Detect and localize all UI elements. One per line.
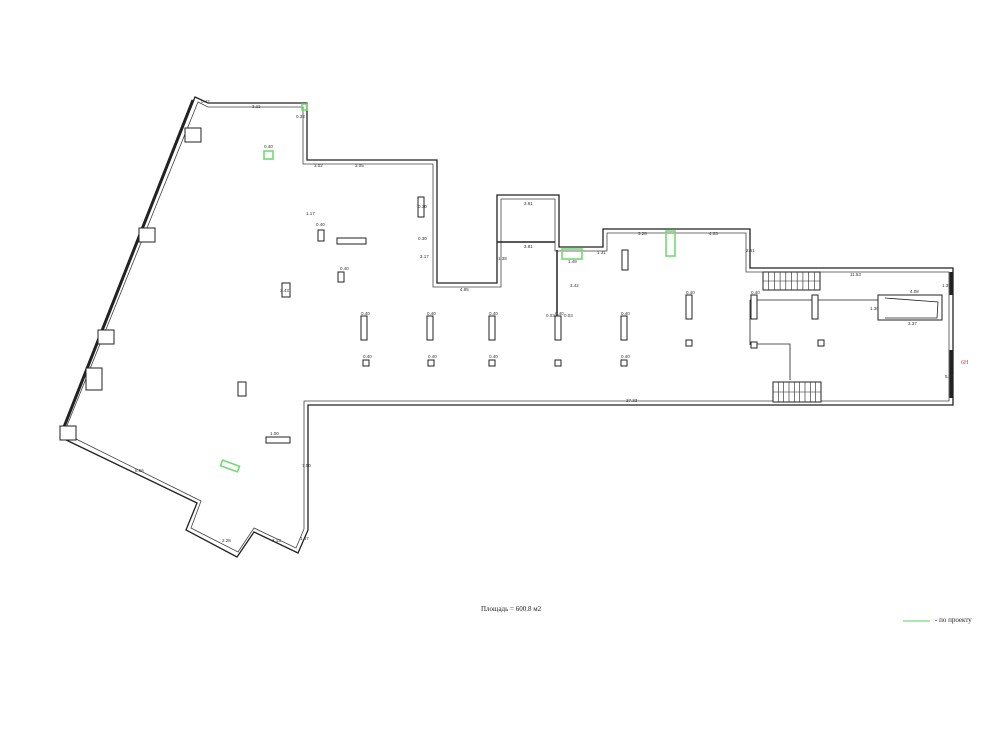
dimension-label: 1.31 <box>597 250 606 255</box>
dimension-label: 2.28 <box>222 538 231 543</box>
dimension-label: 2.61 <box>746 248 755 253</box>
stairs-top[interactable] <box>762 271 821 291</box>
dimension-label: 4.85 <box>460 287 469 292</box>
column <box>59 425 77 441</box>
dimension-label: 3.11 <box>252 104 261 109</box>
column <box>237 381 247 397</box>
dimension-label: 3.05 <box>355 163 364 168</box>
dimension-label: 0.42 <box>201 99 210 104</box>
dimension-label: 0.40 <box>361 311 370 316</box>
dimension-label: 0.03 <box>546 313 555 318</box>
column <box>554 359 562 367</box>
dimension-label: 1.30 <box>870 306 879 311</box>
dimension-label: 0.40 <box>489 354 498 359</box>
dimension-label: 1.38 <box>498 256 507 261</box>
column <box>417 196 425 218</box>
dimension-label: 3.28 <box>638 231 647 236</box>
dimension-labels: 0.42 3.11 0.33 3.02 0.40 1.17 3.05 0.30 0.30 3.17… <box>135 99 954 543</box>
window-wall-left <box>60 99 195 433</box>
dimension-label: 3.02 <box>314 163 323 168</box>
dimension-label: 2.43 <box>280 288 289 293</box>
column <box>620 315 628 341</box>
dimension-label: 1.00 <box>270 431 279 436</box>
column <box>685 339 693 347</box>
column <box>362 359 370 367</box>
column <box>184 127 202 143</box>
dimension-label: 1.47 <box>300 536 309 541</box>
column <box>488 315 496 341</box>
dimension-label: 0.40 <box>751 290 760 295</box>
dimension-label: 3.81 <box>524 244 533 249</box>
column <box>750 294 758 320</box>
dimension-label: 0.40 <box>264 144 273 149</box>
dimension-label: 1.49 <box>568 259 577 264</box>
ramp <box>877 294 943 321</box>
dimension-label: 3.17 <box>420 254 429 259</box>
dimension-label: 0.40 <box>363 354 372 359</box>
design-elements-green <box>219 103 676 473</box>
dimension-label: 1.17 <box>306 211 315 216</box>
column <box>685 294 693 320</box>
column <box>427 359 435 367</box>
column <box>265 436 291 444</box>
dimension-label: 11.53 <box>850 272 861 277</box>
column <box>750 341 758 349</box>
column <box>336 237 367 245</box>
column <box>488 359 496 367</box>
outer-walls <box>59 96 954 558</box>
dimension-label: 7.50 <box>302 463 311 468</box>
legend-label: - по проекту <box>935 616 972 624</box>
stairs-bottom[interactable] <box>772 381 822 403</box>
dimension-label: 4.03 <box>709 231 718 236</box>
dimension-label: 0.30 <box>418 236 427 241</box>
dimension-label: 0.33 <box>296 114 305 119</box>
column <box>97 329 115 345</box>
dimension-label: 3.13 <box>272 538 281 543</box>
column <box>817 339 825 347</box>
dimension-label: 0.40 <box>489 311 498 316</box>
column <box>360 315 368 341</box>
column <box>138 227 156 243</box>
dimension-label: 4.08 <box>910 289 919 294</box>
dimension-label: 37.33 <box>626 398 638 403</box>
column <box>317 229 325 242</box>
dimension-label: 3.42 <box>570 283 579 288</box>
dimension-label: 1.35 <box>942 283 951 288</box>
dimension-label: 5.30 <box>945 374 954 379</box>
dimension-label: 3.37 <box>908 321 917 326</box>
dimension-label: 0.40 <box>428 354 437 359</box>
dimension-label: 0.40 <box>621 311 630 316</box>
column <box>85 367 103 391</box>
dimension-label: 0.40 <box>686 290 695 295</box>
column <box>554 315 562 341</box>
columns <box>59 127 885 444</box>
column <box>281 282 291 298</box>
dimension-label: 0.40 <box>427 311 436 316</box>
marker-6n: 6Н <box>961 360 969 366</box>
column <box>426 315 434 341</box>
column <box>337 271 345 283</box>
dimension-label: 0.40 <box>340 266 349 271</box>
dimension-label: 3.81 <box>524 201 533 206</box>
dimension-label: 0.30 <box>418 204 427 209</box>
dimension-label: 0.03 <box>564 313 573 318</box>
dimension-label: 8.56 <box>135 468 144 473</box>
dimension-label: 0.40 <box>621 354 630 359</box>
area-label: Площадь = 600.8 м2 <box>481 605 542 613</box>
column <box>811 294 819 320</box>
column <box>621 249 629 271</box>
dimension-label: 0.40 <box>316 222 325 227</box>
column <box>620 359 628 367</box>
dimension-label: 0.40 <box>555 311 564 316</box>
